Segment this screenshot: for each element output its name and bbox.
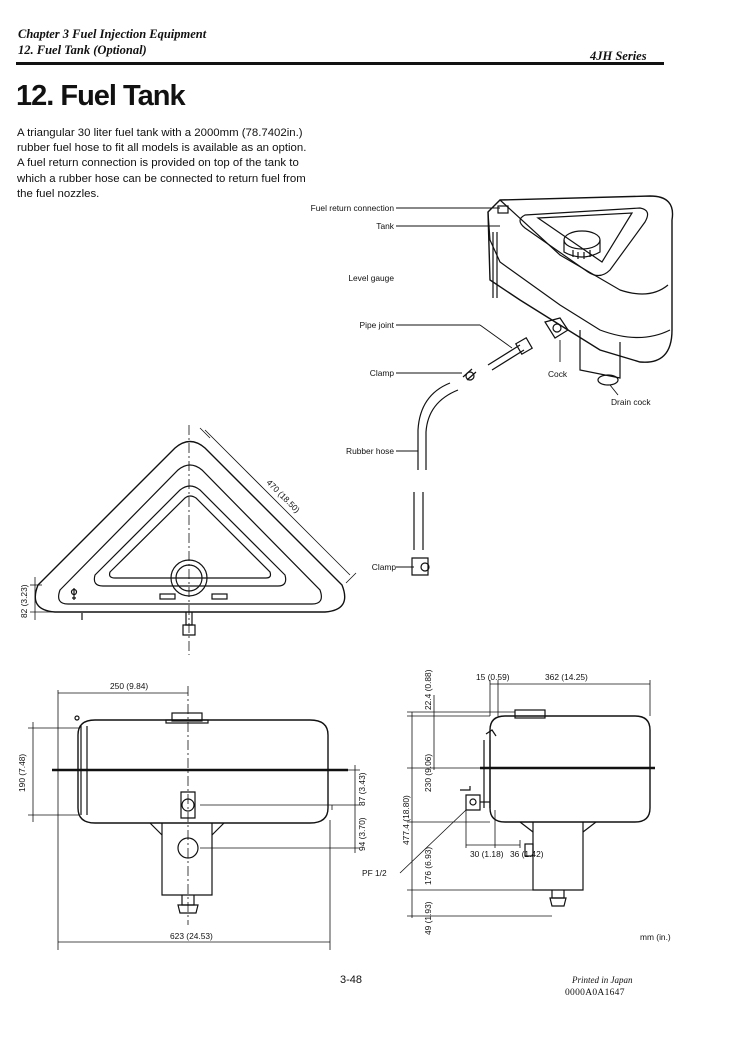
dim-230: 230 (9.06) [423,754,433,792]
intro-line: the fuel nozzles. [17,187,100,200]
dim-477-4: 477.4 (18.80) [401,795,411,845]
dim-30: 30 (1.18) [470,849,504,859]
dim-623: 623 (24.53) [170,931,213,941]
dim-36: 36 (1.42) [510,849,544,859]
label-cock: Cock [548,369,568,379]
series-label: 4JH Series [590,49,647,63]
dim-362: 362 (14.25) [545,672,588,682]
dim-94: 94 (3.70) [357,817,367,851]
dim-49: 49 (1.93) [423,901,433,935]
part-labels: Fuel return connection Tank Level gauge … [311,203,652,572]
intro-line: rubber fuel hose to fit all models is av… [17,142,307,155]
printed-in-japan: Printed in Japan [572,975,633,985]
page-number: 3-48 [340,974,363,986]
dimension-82 [30,577,55,620]
label-rubber-hose: Rubber hose [346,446,394,456]
tank-top-view [34,425,346,655]
dim-470: 470 (18.50) [265,477,303,515]
document-code: 0000A0A1647 [565,988,625,998]
dim-87: 87 (3.43) [357,772,367,806]
tank-side-view [460,709,655,907]
label-pipe-joint: Pipe joint [360,320,395,330]
side-dimensions [399,680,651,918]
label-clamp-upper: Clamp [370,368,395,378]
tank-perspective [487,195,674,386]
dim-250: 250 (9.84) [110,681,148,691]
dim-176: 176 (6.93) [423,847,433,885]
label-drain-cock: Drain cock [611,397,651,407]
intro-line: which a rubber hose can be connected to … [17,172,306,185]
section-heading: 12. Fuel Tank (Optional) [18,43,147,57]
tank-front-view [52,686,348,925]
intro-line: A triangular 30 liter fuel tank with a 2… [17,127,303,139]
dimension-labels: 470 (18.50) 82 (3.23) 250 (9.84) 190 (7.… [17,477,671,942]
label-level-gauge: Level gauge [348,273,394,283]
label-fuel-return-connection: Fuel return connection [311,203,395,213]
leader-lines [396,207,619,568]
dim-pf: PF 1/2 [362,868,387,878]
dim-15: 15 (0.59) [476,672,510,682]
intro-paragraph: A triangular 30 liter fuel tank with a 2… [17,126,339,202]
hose-assembly [411,336,534,576]
chapter-heading: Chapter 3 Fuel Injection Equipment [18,27,207,41]
page-title: 12. Fuel Tank [16,80,186,112]
intro-line: A fuel return connection is provided on … [17,157,299,170]
dim-190: 190 (7.48) [17,754,27,792]
header-rule [16,62,664,65]
front-dimensions [28,690,360,950]
units-label: mm (in.) [640,932,671,942]
dimension-470 [199,427,357,584]
dim-22-4: 22.4 (0.88) [423,669,433,710]
dim-82: 82 (3.23) [19,584,29,618]
label-tank: Tank [376,221,395,231]
label-clamp-lower: Clamp [372,562,397,572]
